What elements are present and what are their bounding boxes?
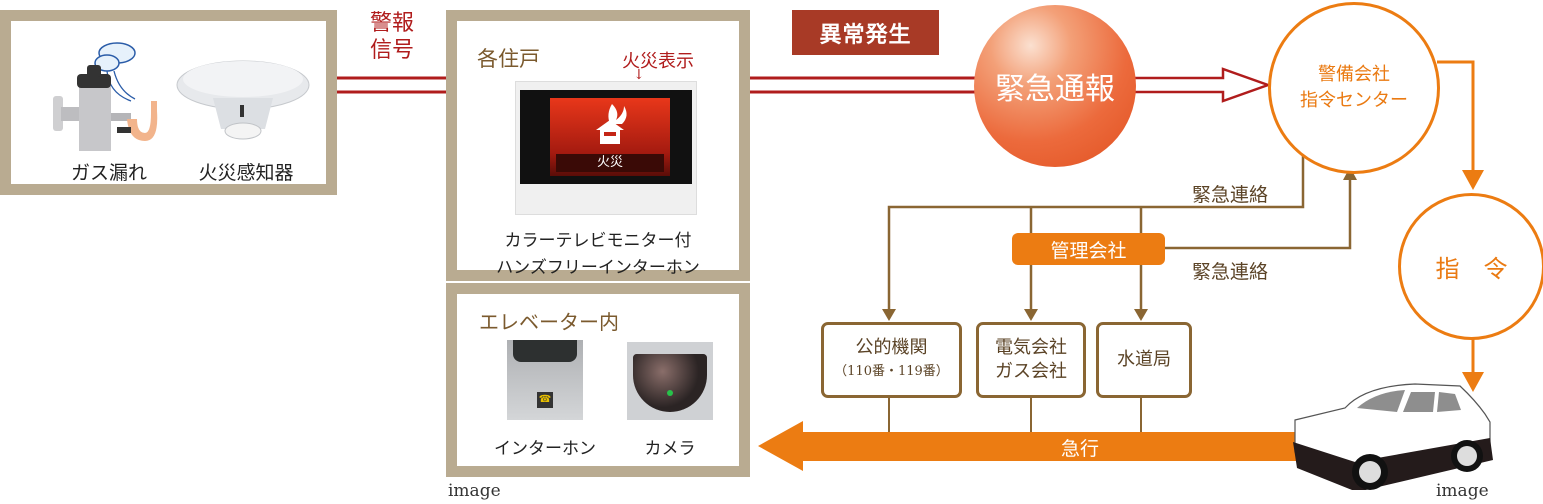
elevator-camera-image xyxy=(627,342,713,420)
recipient-public-agency-line1: 公的機関 xyxy=(855,337,928,358)
image-caption-left: image xyxy=(448,481,501,501)
phone-icon: ☎ xyxy=(537,392,553,408)
alarm-signal-line2: 信号 xyxy=(369,38,414,63)
elevator-title: エレベーター内 xyxy=(479,310,619,334)
sensors-panel: ガス漏れ 火災感知器 xyxy=(0,10,337,195)
alarm-signal-label: 警報 信号 xyxy=(352,10,432,64)
security-center-circle: 警備会社 指令センター xyxy=(1268,2,1440,174)
alarm-signal-line1: 警報 xyxy=(369,11,414,36)
recipient-utility-companies: 電気会社 ガス会社 xyxy=(976,322,1086,398)
gas-leak-label: ガス漏れ xyxy=(70,162,147,184)
monitor-caption-line2: ハンズフリーインターホン xyxy=(496,258,700,278)
recipient-utility-line2: ガス会社 xyxy=(995,361,1067,382)
recipient-waterworks: 水道局 xyxy=(1096,322,1192,398)
house-fire-icon xyxy=(596,104,627,144)
fire-detector-label: 火災感知器 xyxy=(198,162,294,184)
elevator-panel: エレベーター内 ☎ インターホン カメラ xyxy=(446,283,750,477)
fire-detector-icon xyxy=(176,60,310,140)
dwelling-panel: 各住戸 火災表示 ↓ 火災 カラーテレビモニター付 ハンズフリーインターホン xyxy=(446,10,750,281)
patrol-car-icon xyxy=(1293,383,1493,490)
gas-leak-icon xyxy=(53,42,158,151)
emergency-report-sphere: 緊急通報 xyxy=(974,5,1136,167)
emergency-contact-top-label: 緊急連絡 xyxy=(1192,184,1269,206)
intercom-label: インターホン xyxy=(494,439,596,459)
fire-display-arrow: ↓ xyxy=(633,67,645,83)
elevator-intercom-image: ☎ xyxy=(507,340,583,420)
management-company-badge: 管理会社 xyxy=(1012,233,1165,265)
camera-label: カメラ xyxy=(644,439,696,459)
command-label: 指 令 xyxy=(1435,255,1508,283)
recipient-public-agency: 公的機関 （110番・119番） xyxy=(821,322,962,398)
security-center-line1: 警備会社 xyxy=(1318,64,1390,85)
monitor-caption-line1: カラーテレビモニター付 xyxy=(504,231,692,251)
emergency-contact-bottom-label: 緊急連絡 xyxy=(1192,261,1269,283)
command-circle: 指 令 xyxy=(1398,193,1543,340)
dwelling-title: 各住戸 xyxy=(477,47,540,71)
recipient-utility-line1: 電気会社 xyxy=(995,337,1067,358)
rush-label: 急行 xyxy=(1060,438,1099,460)
recipient-waterworks-line1: 水道局 xyxy=(1117,349,1171,370)
recipient-public-agency-line2: （110番・119番） xyxy=(834,364,949,379)
image-caption-right: image xyxy=(1436,481,1489,501)
monitor-fire-text: 火災 xyxy=(556,154,664,172)
fire-display-label: 火災表示 xyxy=(622,51,694,72)
intercom-monitor: 火災 xyxy=(515,81,697,215)
anomaly-badge: 異常発生 xyxy=(792,10,939,55)
security-center-line2: 指令センター xyxy=(1300,90,1408,111)
